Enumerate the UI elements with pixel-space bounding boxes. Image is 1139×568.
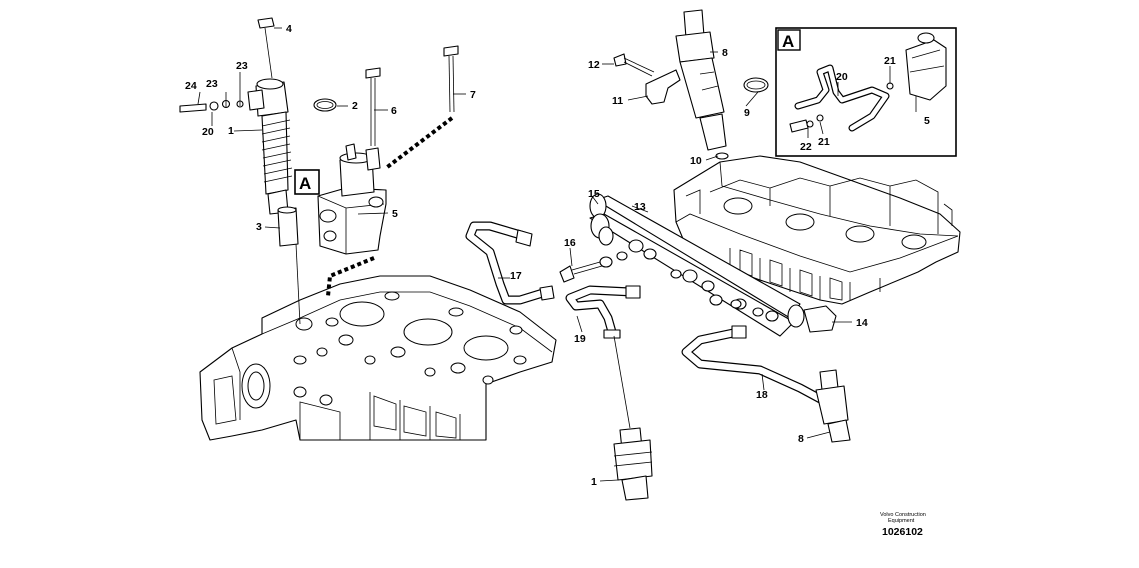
engine-block-left (199, 275, 557, 441)
callout-18: 18 (756, 389, 768, 401)
callout-8: 8 (722, 47, 728, 59)
inset-callout-22: 22 (800, 141, 812, 153)
callout-12: 12 (588, 59, 600, 71)
callout-24: 24 (185, 80, 197, 92)
inset-callout-21-bottom: 21 (818, 136, 830, 148)
callout-5: 5 (392, 208, 398, 220)
callout-14: 14 (856, 317, 868, 329)
callout-15: 15 (588, 188, 600, 200)
callout-10: 10 (690, 155, 702, 167)
callout-7: 7 (470, 89, 476, 101)
callout-16: 16 (564, 237, 576, 249)
callout-20: 20 (202, 126, 214, 138)
callout-3: 3 (256, 221, 262, 233)
engine-head-right (673, 155, 961, 305)
footer: Volvo Construction Equipment 1026102 (880, 512, 926, 538)
callout-1-lower: 1 (591, 476, 597, 488)
company-line-1: Volvo Construction (880, 512, 926, 518)
callout-23: 23 (236, 60, 248, 72)
callout-labels: 1 2 3 4 5 6 7 8 9 10 11 12 13 14 15 16 1… (185, 23, 930, 488)
inset-callout-20: 20 (836, 71, 848, 83)
detail-inset (775, 27, 957, 157)
inset-marker-a: A (782, 32, 794, 51)
injector-right (613, 9, 769, 160)
leader-lines (197, 27, 917, 482)
common-rail (559, 193, 837, 337)
drawing-number: 1026102 (882, 526, 923, 538)
bracket-assembly (294, 45, 459, 297)
inset-callout-21-top: 21 (884, 55, 896, 67)
fuel-pipes (465, 221, 831, 407)
callout-17: 17 (510, 270, 522, 282)
callout-6: 6 (391, 105, 397, 117)
detail-marker-a: A (299, 174, 311, 193)
inset-callout-5: 5 (924, 115, 930, 127)
callout-8-lower: 8 (798, 433, 804, 445)
callout-4: 4 (286, 23, 292, 35)
callout-13: 13 (634, 201, 646, 213)
company-line-2: Equipment (888, 518, 915, 524)
unit-injector-upper (179, 17, 301, 325)
callout-11: 11 (612, 95, 623, 107)
callout-23a: 23 (206, 78, 218, 90)
callout-19: 19 (574, 333, 586, 345)
injector-lower (613, 335, 851, 501)
callout-1: 1 (228, 125, 234, 137)
callout-2: 2 (352, 100, 358, 112)
callout-9: 9 (744, 107, 750, 119)
